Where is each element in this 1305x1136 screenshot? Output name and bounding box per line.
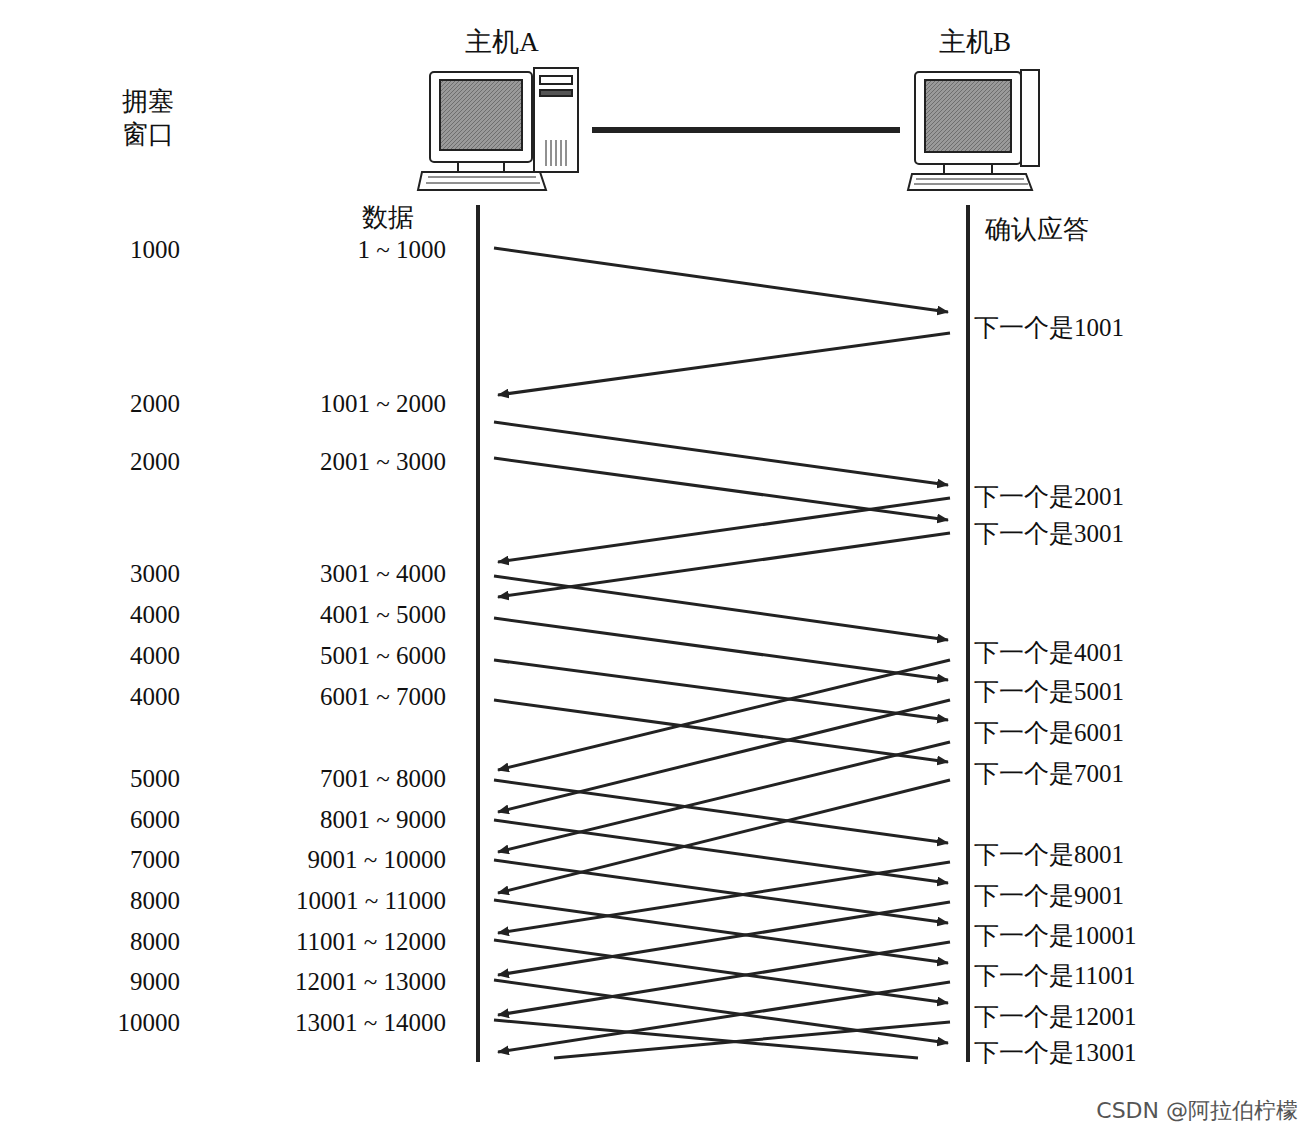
ack-label: 下一个是7001	[974, 759, 1124, 789]
ack-label: 下一个是10001	[974, 921, 1137, 951]
data-range: 7001 ~ 8000	[320, 764, 446, 794]
data-segment-arrow	[494, 618, 948, 680]
lifeline-a	[476, 205, 480, 1062]
ack-arrow	[498, 333, 950, 395]
data-segment-arrow	[494, 700, 948, 762]
ack-arrow	[498, 700, 950, 812]
computer-a	[418, 68, 578, 190]
host-computer: 主机B	[900, 26, 1050, 196]
window-size: 1000	[130, 235, 180, 265]
ack-arrow	[498, 942, 950, 1015]
ack-label: 下一个是2001	[974, 482, 1124, 512]
window-size: 2000	[130, 389, 180, 419]
ack-arrow	[498, 902, 950, 975]
data-range: 4001 ~ 5000	[320, 600, 446, 630]
host-computer: 主机A	[412, 26, 592, 196]
window-size: 4000	[130, 600, 180, 630]
ack-label: 下一个是13001	[974, 1038, 1137, 1068]
computer-b	[908, 70, 1039, 190]
window-size: 8000	[130, 927, 180, 957]
window-size: 3000	[130, 559, 180, 589]
window-size: 8000	[130, 886, 180, 916]
ack-label: 下一个是4001	[974, 638, 1124, 668]
data-segment-arrow	[494, 576, 948, 640]
column-header: 数据	[362, 202, 414, 233]
host-name: 主机B	[900, 26, 1050, 58]
ack-label: 下一个是1001	[974, 313, 1124, 343]
window-size: 5000	[130, 764, 180, 794]
ack-label: 下一个是8001	[974, 840, 1124, 870]
data-range: 3001 ~ 4000	[320, 559, 446, 589]
ack-arrow	[498, 498, 950, 562]
data-segment-arrow	[494, 980, 948, 1043]
network-cable	[592, 127, 900, 133]
data-range: 2001 ~ 3000	[320, 447, 446, 477]
window-size: 4000	[130, 682, 180, 712]
ack-label: 下一个是11001	[974, 961, 1136, 991]
data-range: 1001 ~ 2000	[320, 389, 446, 419]
ack-arrow	[498, 533, 950, 597]
column-header: 确认应答	[985, 214, 1089, 245]
ack-arrow	[554, 1022, 950, 1058]
axis-title: 拥塞 窗口	[122, 86, 184, 151]
ack-arrow	[498, 862, 950, 933]
ack-arrow	[498, 660, 950, 770]
data-segment-arrow	[494, 422, 948, 485]
ack-label: 下一个是5001	[974, 677, 1124, 707]
window-size: 2000	[130, 447, 180, 477]
data-range: 1 ~ 1000	[357, 235, 446, 265]
data-segment-arrow	[494, 248, 948, 312]
ack-label: 下一个是9001	[974, 881, 1124, 911]
data-range: 12001 ~ 13000	[295, 967, 446, 997]
data-segment-arrow	[494, 780, 948, 843]
window-size: 10000	[118, 1008, 181, 1038]
ack-label: 下一个是3001	[974, 519, 1124, 549]
data-segment-arrow	[494, 660, 948, 720]
window-size: 4000	[130, 641, 180, 671]
data-range: 11001 ~ 12000	[296, 927, 446, 957]
data-range: 6001 ~ 7000	[320, 682, 446, 712]
ack-label: 下一个是6001	[974, 718, 1124, 748]
data-range: 10001 ~ 11000	[296, 886, 446, 916]
data-segment-arrow	[494, 1020, 918, 1058]
data-range: 5001 ~ 6000	[320, 641, 446, 671]
lifeline-b	[966, 205, 970, 1062]
ack-arrow	[498, 780, 950, 893]
data-range: 13001 ~ 14000	[295, 1008, 446, 1038]
window-size: 9000	[130, 967, 180, 997]
window-size: 7000	[130, 845, 180, 875]
watermark: CSDN @阿拉伯柠檬	[1096, 1098, 1298, 1124]
window-size: 6000	[130, 805, 180, 835]
host-name: 主机A	[412, 26, 592, 58]
data-range: 8001 ~ 9000	[320, 805, 446, 835]
data-range: 9001 ~ 10000	[307, 845, 446, 875]
ack-label: 下一个是12001	[974, 1002, 1137, 1032]
data-segment-arrow	[494, 458, 948, 520]
